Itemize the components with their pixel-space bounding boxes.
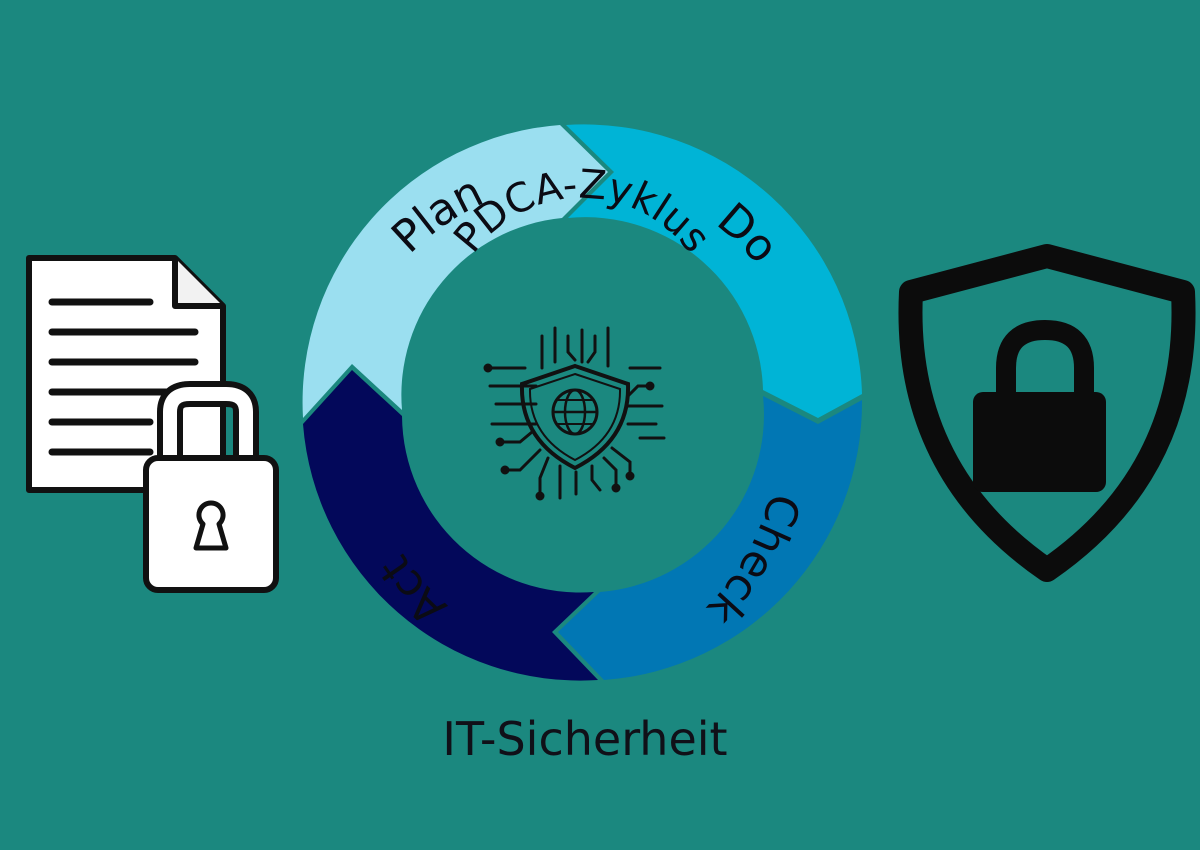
segment-check [558, 396, 863, 680]
segment-act [303, 370, 598, 681]
segment-do [566, 124, 862, 418]
segment-plan [302, 125, 608, 418]
shield-lock-icon [898, 244, 1196, 582]
document-with-padlock-icon [26, 255, 279, 593]
cyber-shield-globe-icon [483, 326, 666, 501]
caption: IT-Sicherheit [442, 712, 728, 766]
